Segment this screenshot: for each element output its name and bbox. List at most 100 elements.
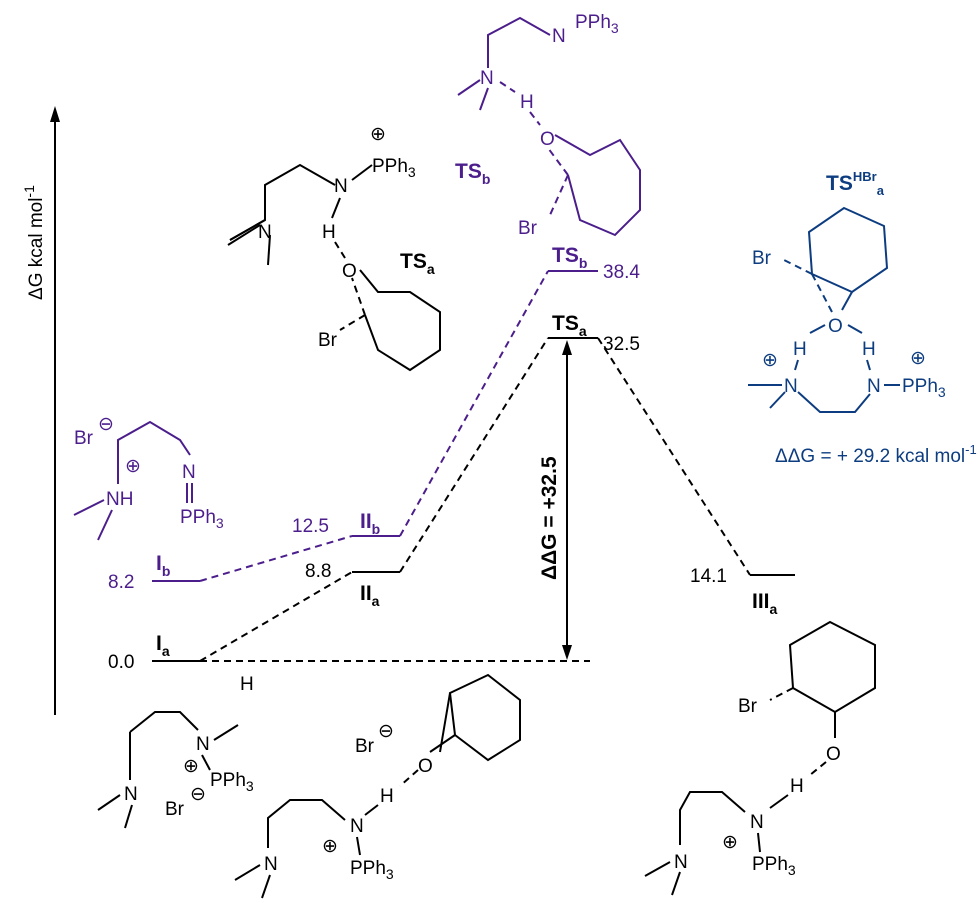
label: PPh3: [752, 854, 796, 878]
label: ⊖: [98, 414, 114, 435]
bond-line: [448, 673, 521, 762]
bond-line: [215, 692, 240, 737]
level-value-TSb: 38.4: [603, 262, 640, 283]
level-value-IIIa: 14.1: [690, 566, 727, 587]
structure-IIa: Br ⊖ O H N N ⊕ PPh3: [234, 673, 521, 899]
bond-line: [351, 277, 366, 316]
level-label-IIa: IIa: [360, 582, 380, 609]
label: Br: [738, 696, 758, 717]
label: Br: [318, 330, 338, 351]
label: 3: [408, 164, 416, 180]
label: H: [862, 339, 876, 360]
label: I: [156, 632, 162, 655]
level-label-IIIa: IIIa: [752, 590, 778, 617]
label: -1: [21, 185, 37, 198]
bond-line: [797, 391, 871, 413]
label: PPh: [372, 156, 408, 177]
structure-Ia: N N H ⊕ PPh3 Br ⊖: [97, 674, 254, 829]
bond-line: [644, 861, 671, 877]
label: PPh: [350, 858, 386, 879]
bond-line: [788, 620, 876, 714]
structure-Ib: Br ⊖ ⊕ NH N PPh3: [73, 414, 224, 541]
level-value-IIa: 8.8: [305, 561, 331, 582]
label: 3: [788, 862, 796, 878]
level-value-Ia: 0.0: [108, 652, 134, 673]
bond-line: [213, 724, 239, 741]
label: TS: [826, 172, 853, 195]
label: PPh3: [210, 770, 254, 794]
structure-TSa: N N PPh3 ⊕ H O Br TSa: [227, 124, 441, 372]
bond-line: [129, 711, 199, 733]
label: PPh: [902, 376, 938, 397]
barrier-arrow: ΔΔG = +32.5: [538, 340, 572, 660]
ts-hbr-label: TSHBra: [826, 169, 885, 198]
label: O: [418, 756, 433, 777]
level-value-TSa: 32.5: [603, 334, 640, 355]
bond-line: [769, 794, 789, 809]
label: N: [258, 222, 272, 243]
bond-line: [679, 791, 746, 845]
label: -1: [965, 442, 977, 457]
label: O: [540, 129, 555, 150]
label: TSa: [400, 250, 435, 277]
bond-line: [769, 687, 794, 701]
label: TS: [455, 160, 482, 183]
bond-line: [234, 864, 261, 881]
label: 3: [386, 866, 394, 882]
label: N: [867, 376, 881, 397]
label: a: [770, 601, 778, 617]
bond-line: [356, 836, 361, 856]
level-value-Ib: 8.2: [108, 572, 134, 593]
bond-line: [334, 241, 346, 259]
label: Br: [74, 428, 94, 449]
label: N: [334, 176, 348, 197]
label: ⊖: [378, 721, 394, 742]
bond-line: [847, 324, 863, 334]
pathway-b: 8.2 Ib 12.5 IIb TSb 38.4: [108, 244, 640, 593]
bond-line: [97, 794, 121, 811]
label: TS: [552, 244, 579, 267]
barrier-label: ΔΔG = +32.5: [538, 456, 561, 580]
label: ⊕: [370, 124, 386, 145]
pph3: PPh3: [372, 156, 416, 180]
label: ΔG kcal mol: [26, 198, 47, 300]
label: TS: [552, 312, 579, 335]
level-label-IIb: IIb: [360, 510, 380, 537]
label: b: [162, 563, 171, 579]
label: N: [750, 812, 764, 833]
bond-line: [229, 163, 336, 241]
label: TS: [400, 250, 427, 273]
label: H: [793, 339, 807, 360]
level-label-TSa: TSa: [552, 312, 587, 339]
pathway-a: 0.0 Ia 8.8 IIa TSa 32.5 14.1 IIIa: [108, 312, 795, 673]
bond-line: [809, 761, 827, 776]
bond-line: [794, 359, 799, 371]
label: a: [427, 261, 435, 277]
label: N: [264, 854, 278, 875]
ts-hbr-ddg: ΔΔG = + 29.2 kcal mol-1: [775, 442, 977, 467]
label: ⊕: [322, 836, 338, 857]
label: ⊕: [183, 756, 199, 777]
bond-line: [399, 270, 549, 537]
bond-line: [479, 87, 489, 111]
bond-line: [97, 509, 113, 541]
label: III: [752, 590, 770, 613]
label: PPh: [180, 507, 216, 528]
label: N: [674, 852, 688, 873]
bond-line: [866, 359, 871, 371]
bond-line: [359, 269, 441, 372]
label: PPh: [210, 770, 246, 791]
bond-line: [199, 571, 353, 662]
label: b: [372, 521, 381, 537]
bond-line: [487, 16, 551, 68]
pph3-b: PPh3: [575, 12, 619, 36]
label: N: [350, 816, 364, 837]
label: H: [790, 776, 804, 797]
label: Br: [355, 736, 375, 757]
label: 3: [246, 778, 254, 794]
label: a: [579, 323, 587, 339]
label: O: [342, 261, 357, 282]
bond-line: [779, 257, 813, 275]
bond-line: [229, 219, 266, 241]
label: II: [360, 510, 372, 533]
